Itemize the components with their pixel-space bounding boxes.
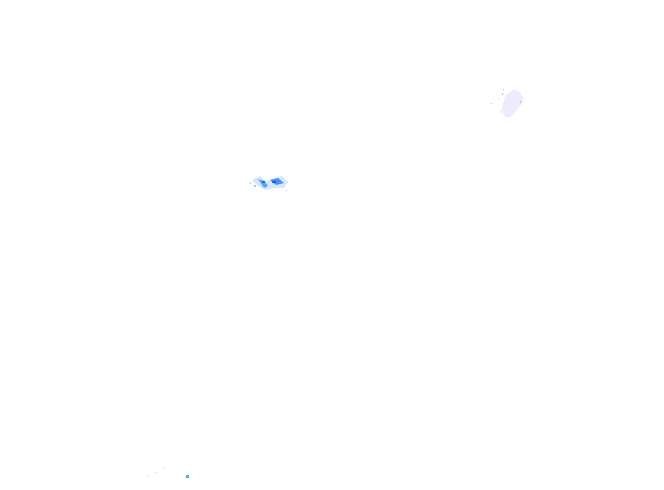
rain-cell-southwest: [148, 468, 189, 478]
rain-cell-central: [250, 176, 288, 191]
rain-cell-northeast: [491, 89, 524, 118]
